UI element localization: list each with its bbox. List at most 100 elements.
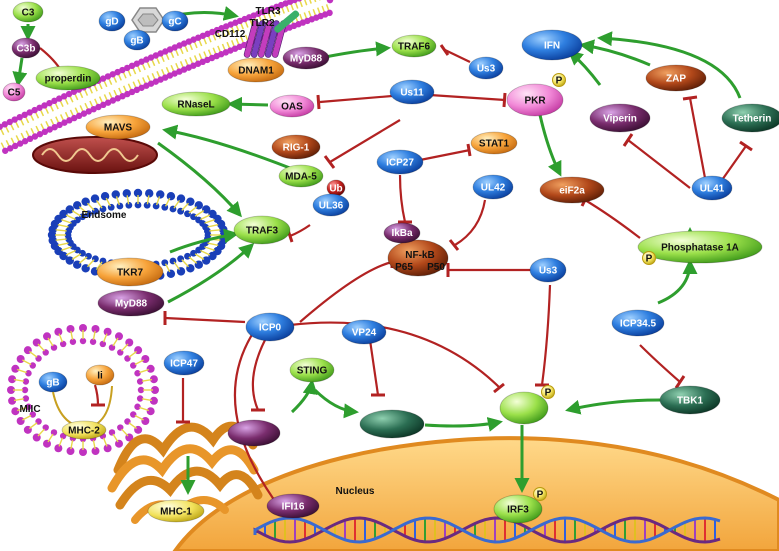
svg-text:P: P xyxy=(646,254,653,265)
inhibit-us3-nfkb xyxy=(446,263,535,277)
c3b-node: C3b xyxy=(11,37,41,59)
tetherin-node: Tetherin xyxy=(721,103,779,133)
traf6-node-label: TRAF6 xyxy=(398,42,431,53)
zap-node: ZAP xyxy=(645,64,707,92)
ph1a-node-label: Phosphatase 1A xyxy=(661,243,739,254)
mitochondrion xyxy=(32,136,158,174)
inhibit-ul41-viperin xyxy=(622,133,691,189)
mavs-node-label: MAVS xyxy=(104,123,132,134)
traf6-node: TRAF6 xyxy=(391,34,437,58)
arrow-oas-rnasel xyxy=(227,96,269,112)
ifi16-nuc-node-label: IFI16 xyxy=(282,502,305,513)
arrow-tbk1r-irf3 xyxy=(565,398,661,415)
gd-node-label: gD xyxy=(105,17,118,28)
vp24-node: VP24 xyxy=(341,319,387,345)
arrow-myd88-traf6 xyxy=(319,41,391,60)
inhibit-icp0-myd88 xyxy=(163,311,246,325)
mhc1-node: MHC-1 xyxy=(147,499,205,523)
traf3-node: TRAF3 xyxy=(233,215,291,245)
ul41-node-label: UL41 xyxy=(700,184,725,195)
gb-top-node: gB xyxy=(123,29,151,51)
properdin-node: properdin xyxy=(35,65,101,91)
inhibit-icp34-tbk1 xyxy=(639,344,686,389)
inhibit-ul36-traf3 xyxy=(286,224,311,243)
gd-node: gD xyxy=(98,10,126,32)
arrow-zap-ifn xyxy=(579,39,651,67)
pkr-node-label: PKR xyxy=(524,96,546,107)
inhibit-icp27-stat1 xyxy=(419,143,472,162)
tbk1-mid-node xyxy=(359,409,425,439)
tbk1-right-node: TBK1 xyxy=(659,385,721,415)
irf3-nuc-node: IRF3 xyxy=(493,494,543,524)
myd88-top-node: MyD88 xyxy=(282,46,330,70)
arrow-mavs-traf3 xyxy=(157,141,242,218)
icp47-node: ICP47 xyxy=(163,350,205,376)
mda5-node-label: MDA-5 xyxy=(285,172,317,183)
inhibit-ul41-zap xyxy=(682,95,707,179)
inhibit-icp0-irf3 xyxy=(289,321,505,394)
inhibit-us11-rig1 xyxy=(323,119,401,169)
gb-miic-node-label: gB xyxy=(46,378,59,389)
tetherin-node-label: Tetherin xyxy=(733,114,772,125)
dnam1-node-label: DNAM1 xyxy=(238,66,274,77)
node-layer: C3C3bC5properdingDgBgCTLR3TLR2CD112DNAM1… xyxy=(2,1,779,524)
vp24-node-label: VP24 xyxy=(352,328,377,339)
miic-label: MIIC xyxy=(19,404,40,415)
inhibit-us11-pkr xyxy=(429,92,507,108)
inhibit-icp0-ifi16 xyxy=(251,339,266,412)
inhibit-vp24-tbk1 xyxy=(368,339,385,397)
arrow-viperin-ifn xyxy=(567,50,602,86)
icp27-node-label: ICP27 xyxy=(386,158,414,169)
ul42-node-label: UL42 xyxy=(481,183,506,194)
ul36-node: UL36 xyxy=(312,193,350,217)
svg-text:P: P xyxy=(556,76,563,87)
arrow-ifi16-sting xyxy=(290,379,318,414)
tbk1-right-node-label: TBK1 xyxy=(677,396,704,407)
icp0-node-label: ICP0 xyxy=(259,323,282,334)
viperin-node-label: Viperin xyxy=(603,114,637,125)
arrow-mda5-mavs xyxy=(162,124,301,174)
us11-node-label: Us11 xyxy=(400,88,424,99)
edge-layer xyxy=(12,6,753,514)
p65-label: P65 xyxy=(395,262,413,273)
nfkb-label: NF-kB xyxy=(405,250,434,261)
gc-node: gC xyxy=(161,10,189,32)
svg-text:P: P xyxy=(545,388,552,399)
eif2a-node: eiF2a xyxy=(539,176,605,204)
inhibit-icp0-nfkb xyxy=(299,254,394,323)
c3-node: C3 xyxy=(12,1,44,23)
ifi16-nuc-node: IFI16 xyxy=(266,493,320,519)
ikba-label: IkBa xyxy=(391,228,413,239)
inhibit-us11-oas xyxy=(316,94,393,110)
stat1-node-label: STAT1 xyxy=(479,139,510,150)
nfkb-complex xyxy=(383,222,449,277)
sting-node-label: STING xyxy=(297,366,328,377)
myd88-mid-node: MyD88 xyxy=(97,289,165,317)
sting-node: STING xyxy=(289,357,335,383)
viperin-node: Viperin xyxy=(589,103,651,133)
tkr7-node: TKR7 xyxy=(96,257,164,287)
c5-node-label: C5 xyxy=(8,88,21,99)
c5-node: C5 xyxy=(2,82,26,102)
dnam1-node: DNAM1 xyxy=(227,57,285,83)
cd112-label: CD112 xyxy=(215,29,246,40)
arrow-tbk1-irf3 xyxy=(424,416,503,432)
c3-node-label: C3 xyxy=(22,8,35,19)
arrow-icp34-ph1a xyxy=(657,259,698,305)
inhibit-ul42-nfkb xyxy=(448,199,487,251)
p50-label: P50 xyxy=(427,262,445,273)
nucleus-label: Nucleus xyxy=(336,486,375,497)
rnasel-node-label: RNaseL xyxy=(177,100,214,111)
inhibit-ul41-tetherin xyxy=(721,140,753,181)
inhibit-icp47-mhc xyxy=(176,378,190,424)
oas-node-label: OAS xyxy=(281,102,303,113)
zap-node-label: ZAP xyxy=(666,74,686,85)
stat1-node: STAT1 xyxy=(470,131,518,155)
us11-node: Us11 xyxy=(389,79,435,105)
mavs-node: MAVS xyxy=(85,114,151,140)
dna-helix xyxy=(253,516,721,544)
ifn-node-label: IFN xyxy=(544,41,560,52)
myd88-top-node-label: MyD88 xyxy=(290,54,323,65)
inhibit-gb-ii xyxy=(91,384,105,407)
